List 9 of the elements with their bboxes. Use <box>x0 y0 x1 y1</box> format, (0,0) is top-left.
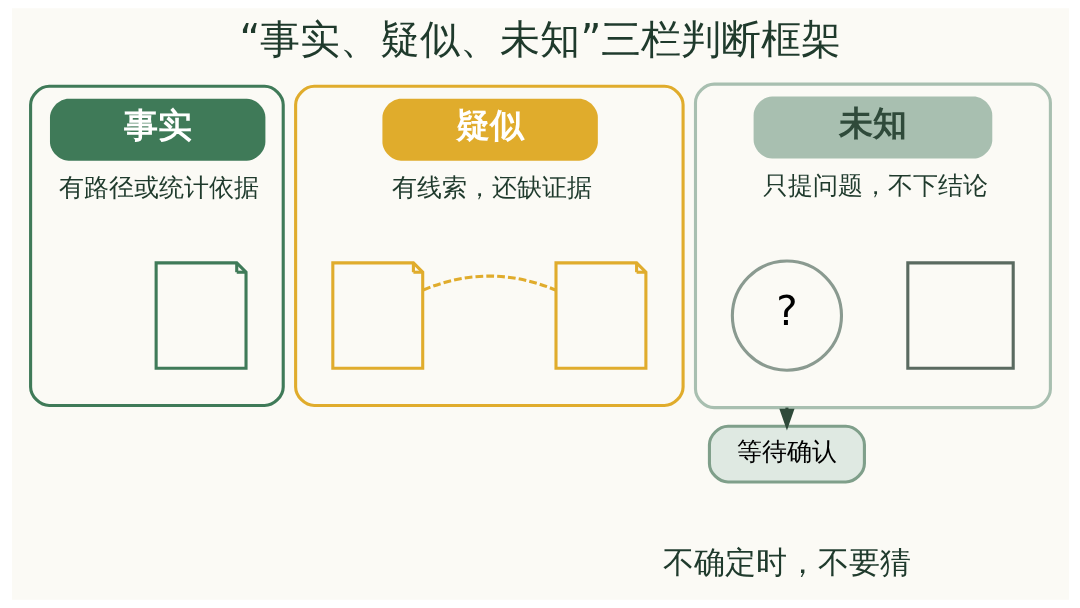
arrow <box>778 407 795 431</box>
diagram-title: “事实、疑似、未知”三栏判断框架 <box>239 15 841 63</box>
node-circle: ? <box>730 259 843 372</box>
cluster: 疑似 有线索，还缺证据 <box>293 84 685 408</box>
cluster: 事实 有路径或统计依据 <box>28 84 285 408</box>
caption: 不确定时，不要猜 <box>662 544 911 581</box>
node-box: 等待确认 <box>707 424 866 484</box>
connector <box>422 274 556 292</box>
node-box <box>905 261 1015 370</box>
